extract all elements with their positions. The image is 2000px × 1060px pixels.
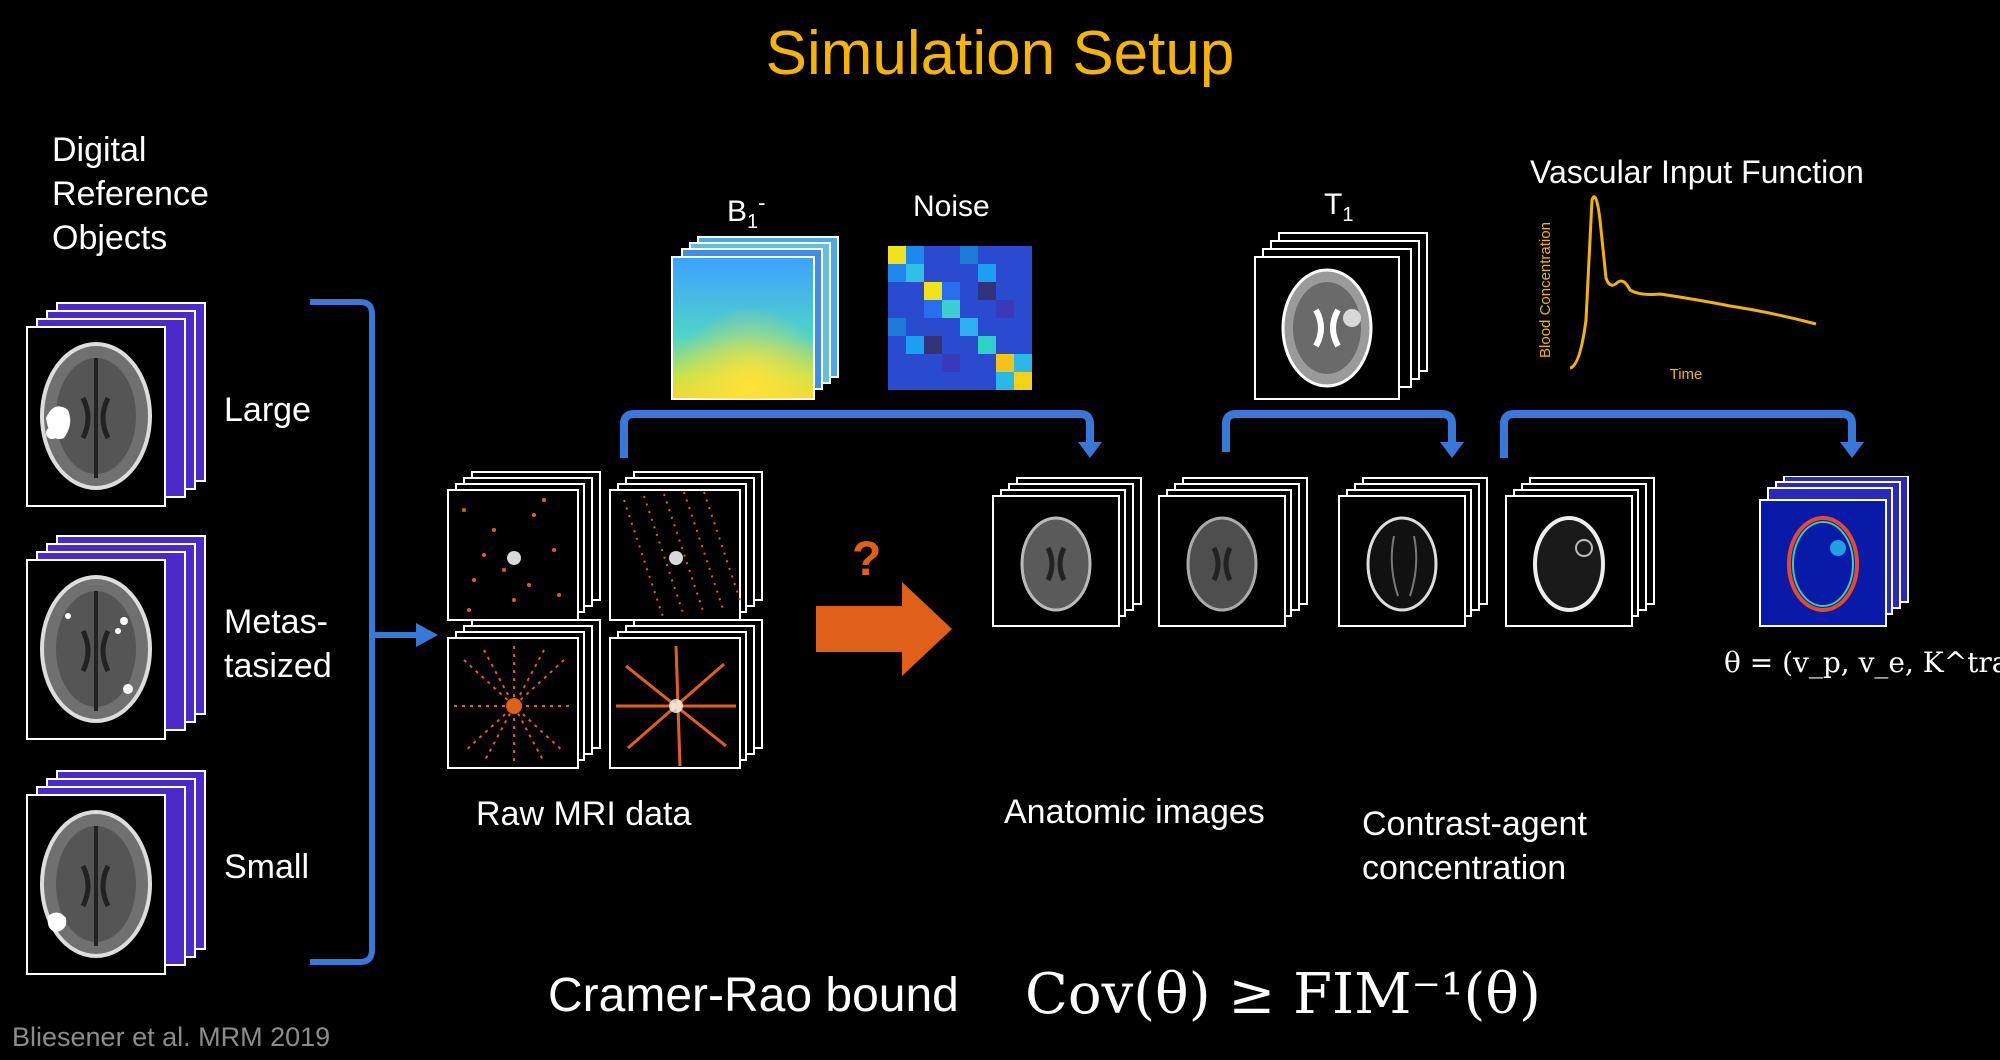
brain-large-image [40,342,152,490]
dro-bracket [310,299,438,965]
t1-brain-image [1281,268,1373,388]
kspace-radial-sparse [609,619,763,769]
dro-heading-line: Digital [52,131,147,169]
kspace-random [447,471,601,621]
vif-plot: Blood Concentration Time [1537,195,1817,383]
brain-small-image [40,810,152,958]
anatomic-images-label: Anatomic images [1004,793,1265,831]
blue-brace-arrows [620,410,1864,458]
contrast-label-line: Contrast-agent [1362,805,1587,843]
vif-xlabel: Time [1670,366,1703,383]
dro-metastasized-stack [26,535,206,740]
contrast-label: Contrast-agent concentration [1362,802,1587,890]
vif-title: Vascular Input Function [1530,154,1864,190]
raw-mri-label: Raw MRI data [476,795,692,833]
b1-label-sup: - [758,190,766,215]
vif-ylabel: Blood Concentration [1537,222,1554,358]
dro-size-small: Small [224,848,310,886]
dro-heading-line: Objects [52,219,168,257]
anatomic-stack-2 [1158,477,1308,627]
theta-formula-text: θ = (v_p, v_e, K^trans) [1724,646,2000,679]
raw-kspace-stacks [447,471,763,769]
t1-label: T1 [1324,188,1353,227]
parameter-map-stack [1759,476,1909,627]
contrast-stack-1 [1338,477,1488,627]
dro-heading: Digital Reference Objects [52,128,209,260]
anatomic-stack-1 [992,477,1142,627]
dro-size-metastasized-line: Metas- [224,603,328,641]
question-mark: ? [852,533,882,586]
kspace-radial-dense [447,619,601,769]
noise-label: Noise [913,190,990,223]
crb-formula: Cov(θ) ≥ FIM⁻¹(θ) [1025,962,1541,1027]
kspace-cartesian [609,471,763,621]
t1-label-main: T [1324,188,1343,221]
contrast-label-line: concentration [1362,849,1567,887]
reconstruction-arrow [816,582,952,676]
b1-label-main: B [727,195,748,228]
contrast-stack-2 [1505,477,1655,627]
b1-label-sub: 1 [747,211,759,233]
image-series-stacks [992,476,1909,627]
dro-size-metastasized: Metas- tasized [224,600,332,688]
crb-label: Cramer-Rao bound [548,969,959,1022]
dro-large-stack [26,302,206,507]
vif-curve [1569,195,1817,370]
b1-label: B1- [727,190,765,234]
citation-credit: Bliesener et al. MRM 2019 [12,1022,331,1052]
dro-heading-line: Reference [52,175,209,213]
slide-title: Simulation Setup [765,19,1235,88]
t1-label-sub: 1 [1342,204,1354,226]
brain-metastasized-image [40,575,152,723]
noise-covariance-matrix [888,246,1032,390]
dro-small-stack [26,770,206,975]
theta-formula: θ = (v_p, v_e, K^trans) [1724,646,2000,679]
dro-size-metastasized-line: tasized [224,647,332,685]
t1-map-stack [1254,232,1428,400]
b1-map-stack [671,236,839,400]
dro-size-large: Large [224,391,311,429]
